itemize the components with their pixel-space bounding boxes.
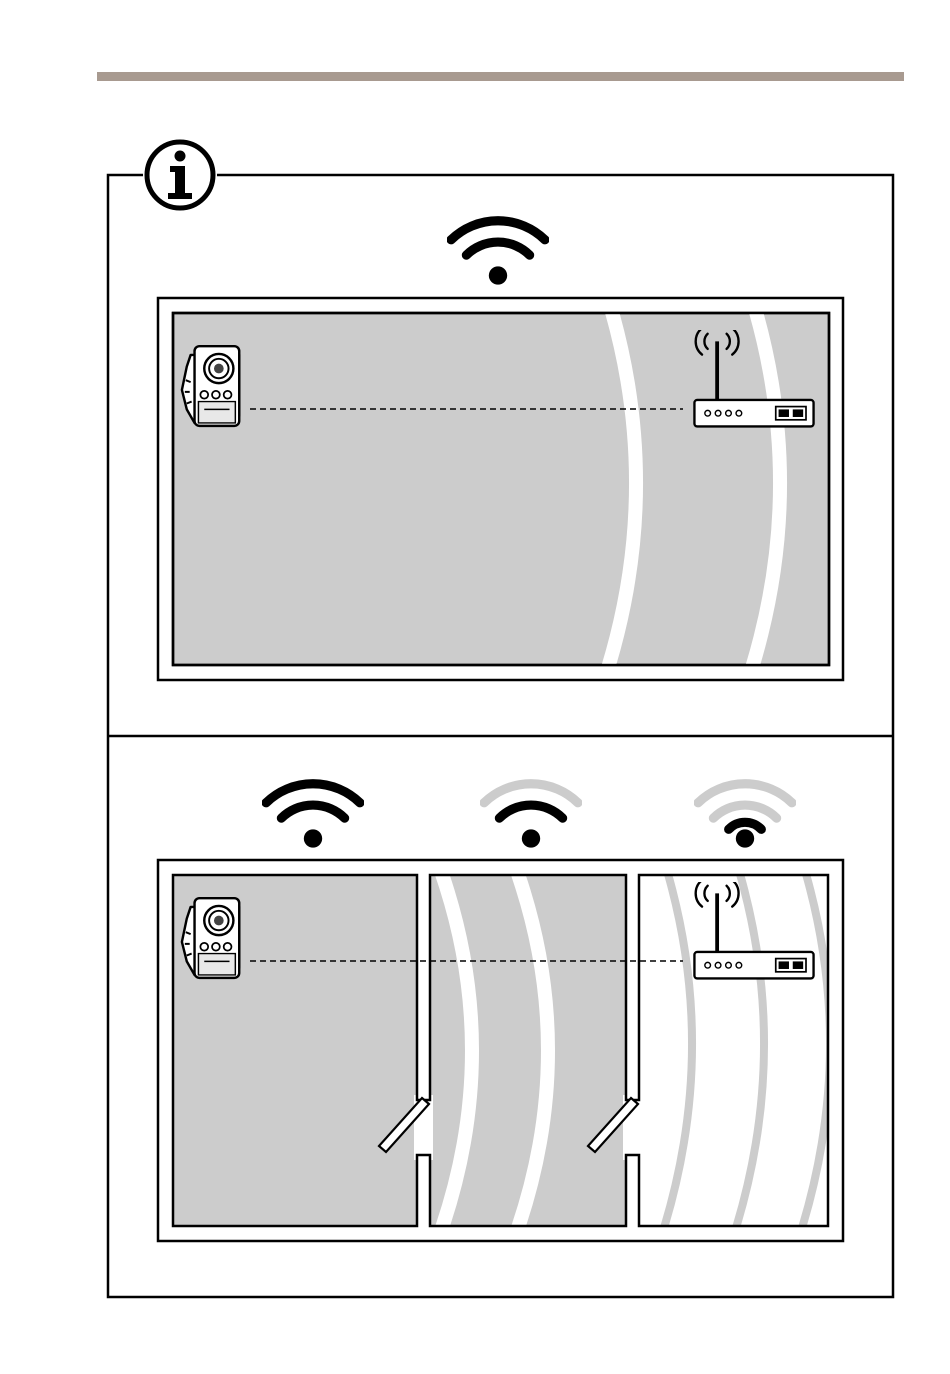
scenario-through-walls	[158, 784, 843, 1241]
scenario-open-space	[158, 221, 843, 680]
wifi-icon	[451, 221, 545, 285]
room-area	[173, 313, 829, 665]
network-camera-icon	[182, 346, 239, 426]
info-icon	[143, 138, 217, 212]
network-camera-icon	[182, 898, 239, 978]
wifi-icon	[484, 784, 578, 848]
wifi-icon	[698, 784, 792, 848]
wifi-icon	[266, 784, 360, 848]
room-c	[639, 875, 828, 1226]
